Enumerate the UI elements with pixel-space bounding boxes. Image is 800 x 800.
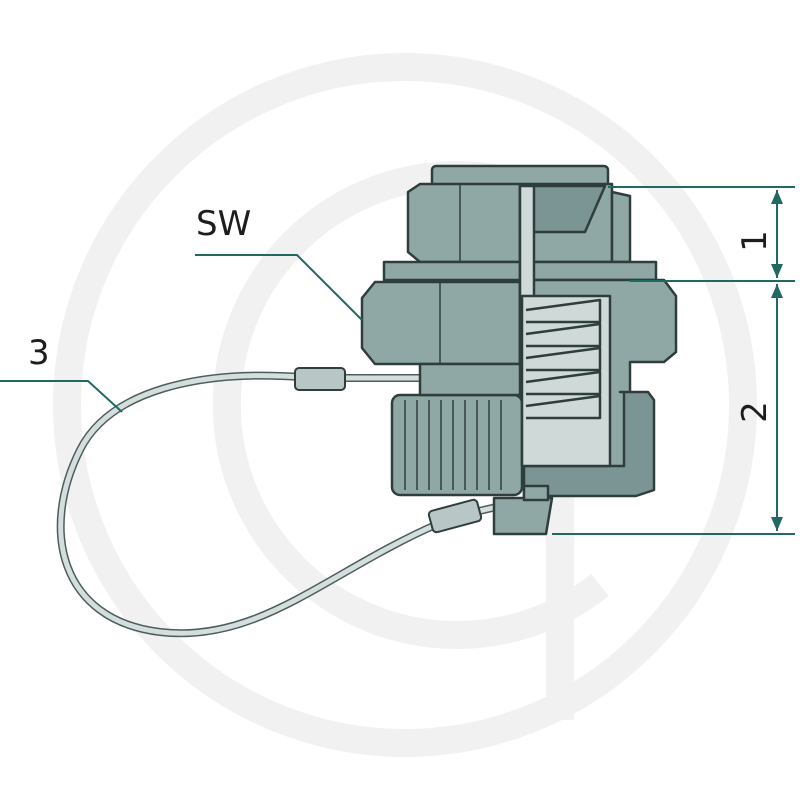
cable-wire-core <box>58 373 443 636</box>
chain-leader-line <box>0 380 123 413</box>
knurled-ring <box>390 393 524 497</box>
label-sw: SW <box>196 204 251 244</box>
spring-coils <box>525 298 602 420</box>
leader-lines <box>0 254 363 413</box>
cable-ferrule-top <box>294 367 346 391</box>
cable-ferrule-bottom <box>427 498 483 534</box>
label-dim-2: 2 <box>735 401 775 423</box>
bottom-foot <box>492 496 554 536</box>
sw-leader-line <box>195 254 363 321</box>
middle-plate <box>382 260 526 282</box>
label-dim-1: 1 <box>735 230 775 252</box>
knurl-lines <box>404 400 502 490</box>
cable-lanyard <box>56 367 506 638</box>
sw-hex-nut <box>360 280 522 366</box>
upper-hex-nut <box>406 182 522 264</box>
label-chain: 3 <box>28 333 50 373</box>
lower-housing <box>522 390 656 498</box>
right-top-flange <box>610 190 632 264</box>
coupling-body <box>360 164 678 536</box>
dimension-lines <box>552 186 795 535</box>
